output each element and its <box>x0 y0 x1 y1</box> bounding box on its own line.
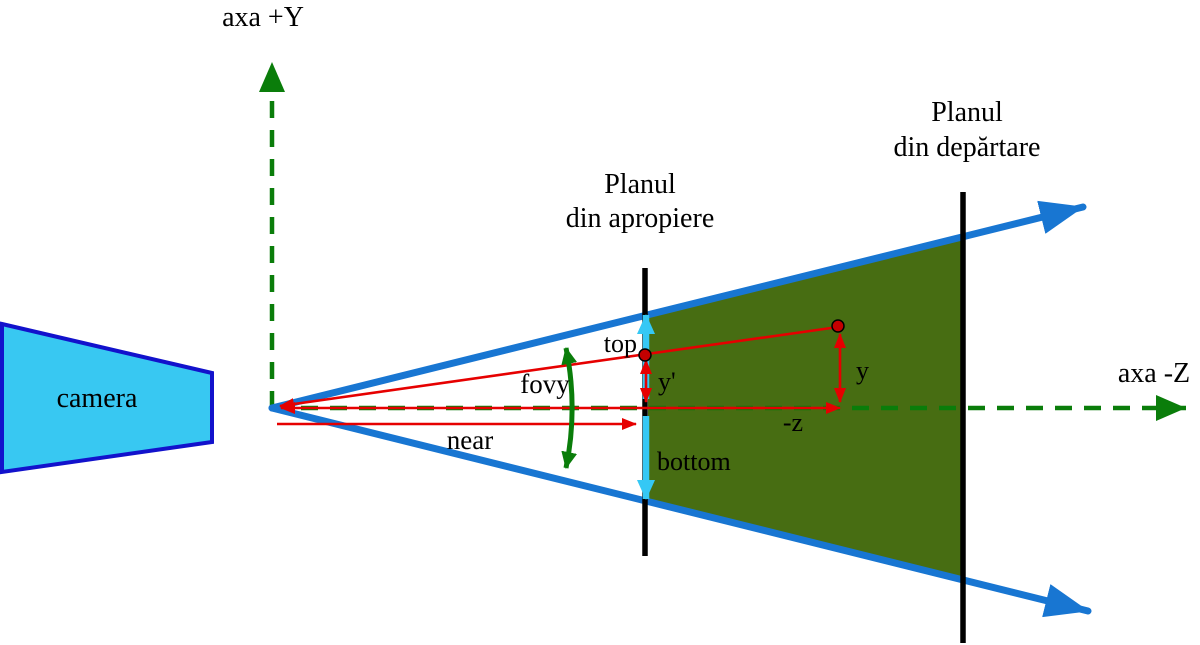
y-prime-label: y' <box>658 367 676 396</box>
projected-point-dot <box>638 348 652 362</box>
y-label: y <box>856 356 869 385</box>
y-axis-label: axa +Y <box>222 2 304 33</box>
minus-z-label: -z <box>783 408 803 437</box>
fovy-arc <box>561 347 578 469</box>
scene-point-dot <box>831 319 845 333</box>
z-axis-label: axa -Z <box>1118 358 1190 389</box>
camera-shape <box>0 321 214 475</box>
top-label: top <box>604 329 637 358</box>
projection-ray <box>279 325 839 410</box>
fovy-label: fovy <box>520 369 570 399</box>
near-label: near <box>447 425 493 455</box>
far-plane-title-line1: Planul <box>931 97 1003 128</box>
near-plane-title-line2: din apropiere <box>566 203 715 234</box>
bottom-label: bottom <box>657 447 731 476</box>
far-plane-title-line2: din depărtare <box>894 132 1041 163</box>
frustum-upper-edge <box>268 200 1087 412</box>
camera-label: camera <box>57 383 138 414</box>
near-plane-title-line1: Planul <box>604 169 676 200</box>
frustum-lower-edge <box>268 404 1092 618</box>
